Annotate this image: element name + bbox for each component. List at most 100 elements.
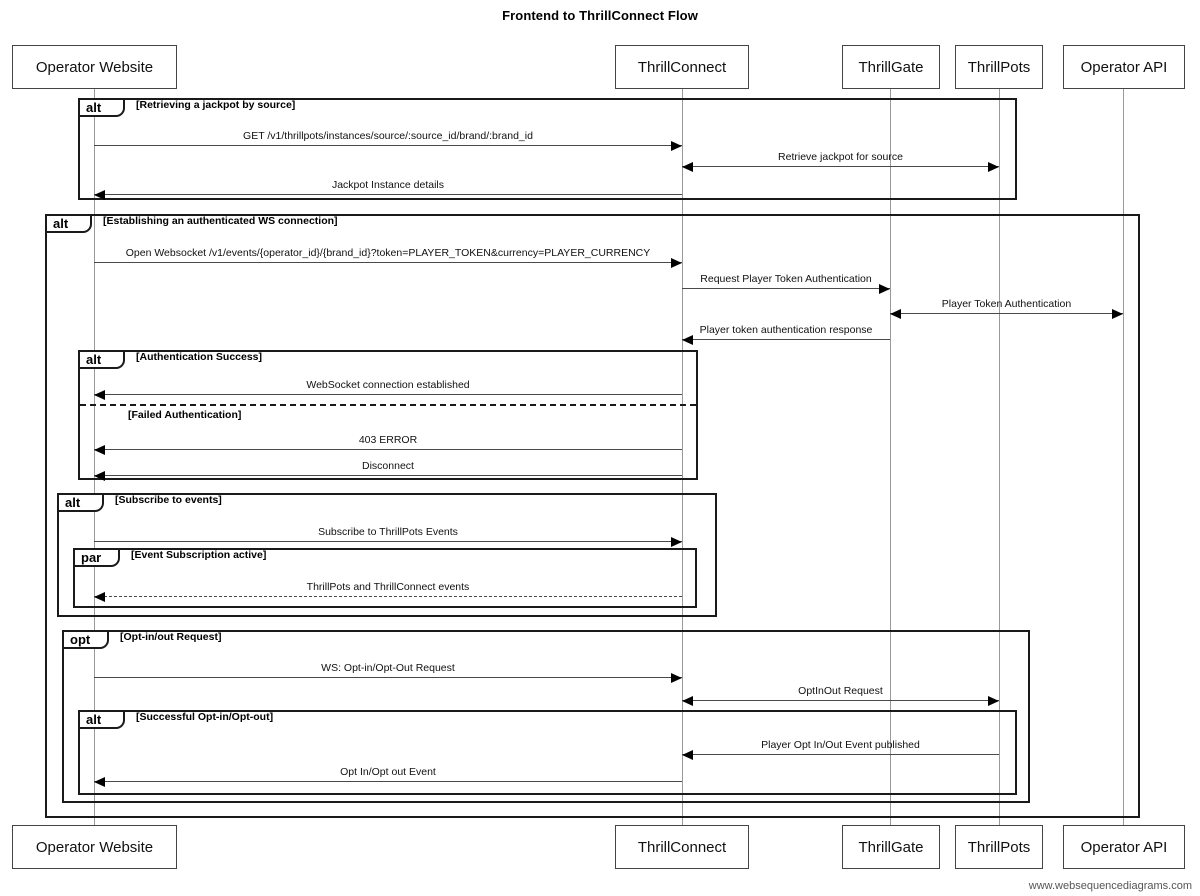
- frame-operator-tag: alt: [45, 214, 92, 233]
- message-line-jackpot-instance-details: [94, 194, 682, 195]
- frame-condition-label: [Authentication Success]: [136, 351, 263, 363]
- message-line-subscribe-to-thrillpots-events: [94, 541, 682, 542]
- actor-label: ThrillConnect: [637, 58, 727, 76]
- actor-box-thrillconnect-top[interactable]: ThrillConnect: [615, 45, 749, 89]
- message-line-websocket-connection-established: [94, 394, 682, 395]
- arrowhead-left: [94, 592, 105, 602]
- message-label: Open Websocket /v1/events/{operator_id}/…: [125, 247, 651, 259]
- arrowhead-left: [94, 190, 105, 200]
- watermark-label: www.websequencediagrams.com: [1028, 880, 1192, 892]
- frame-divider-condition-label: [Failed Authentication]: [128, 409, 242, 421]
- frame-condition-label: [Event Subscription active]: [131, 549, 267, 561]
- frame-par-event-subscription-active: par [Event Subscription active]: [73, 548, 697, 608]
- message-label: Player Token Authentication: [941, 298, 1072, 310]
- arrowhead-right: [671, 537, 682, 547]
- arrowhead-left: [890, 309, 901, 319]
- frame-operator-tag: par: [73, 548, 120, 567]
- message-line-player-token-authentication-response: [682, 339, 890, 340]
- arrowhead-right: [671, 673, 682, 683]
- frame-condition-label: [Subscribe to events]: [115, 494, 222, 506]
- message-line-disconnect: [94, 475, 682, 476]
- arrowhead-right: [671, 258, 682, 268]
- arrowhead-left: [682, 162, 693, 172]
- frame-condition-label: [Successful Opt-in/Opt-out]: [136, 711, 274, 723]
- message-label: Opt In/Opt out Event: [340, 766, 436, 778]
- message-label: Player Opt In/Out Event published: [761, 739, 920, 751]
- message-line-optinout-request: [682, 700, 999, 701]
- message-line-opt-in-opt-out-event: [94, 781, 682, 782]
- actor-box-thrillgate-top[interactable]: ThrillGate: [842, 45, 940, 89]
- arrowhead-right: [988, 162, 999, 172]
- actor-box-thrillpots-top[interactable]: ThrillPots: [955, 45, 1043, 89]
- message-line-ws-opt-in-opt-out-request: [94, 677, 682, 678]
- actor-box-thrillpots-bottom[interactable]: ThrillPots: [955, 825, 1043, 869]
- frame-operator-tag: alt: [78, 350, 125, 369]
- message-label: WS: Opt-in/Opt-Out Request: [321, 662, 455, 674]
- message-label: 403 ERROR: [358, 434, 418, 446]
- frame-condition-label: [Establishing an authenticated WS connec…: [103, 215, 338, 227]
- frame-alt-establishing-an-authenticated-ws-connection: alt [Establishing an authenticated WS con…: [45, 214, 1140, 818]
- frame-operator-tag: alt: [57, 493, 104, 512]
- frame-alt-authentication-success: alt [Authentication Success] [Failed Authe…: [78, 350, 698, 480]
- actor-label: Operator API: [1080, 58, 1168, 76]
- message-label: OptInOut Request: [798, 685, 883, 697]
- frame-condition-label: [Retrieving a jackpot by source]: [136, 99, 296, 111]
- actor-box-thrillconnect-bottom[interactable]: ThrillConnect: [615, 825, 749, 869]
- arrowhead-left: [682, 335, 693, 345]
- message-line-player-opt-in-out-event-published: [682, 754, 999, 755]
- actor-label: Operator API: [1080, 838, 1168, 856]
- arrowhead-left: [94, 777, 105, 787]
- actor-box-operator-website-bottom[interactable]: Operator Website: [12, 825, 177, 869]
- actor-box-thrillgate-bottom[interactable]: ThrillGate: [842, 825, 940, 869]
- arrowhead-left: [94, 471, 105, 481]
- message-line-get-v1-thrillpots-instances-source-source-id: [94, 145, 682, 146]
- actor-label: ThrillGate: [858, 58, 924, 76]
- frame-operator-tag: alt: [78, 710, 125, 729]
- arrowhead-right: [879, 284, 890, 294]
- arrowhead-left: [682, 696, 693, 706]
- actor-label: ThrillPots: [967, 838, 1031, 856]
- actor-box-operator-api-top[interactable]: Operator API: [1063, 45, 1185, 89]
- page-title: Frontend to ThrillConnect Flow: [502, 8, 698, 23]
- frame-alt-retrieving-a-jackpot-by-source: alt [Retrieving a jackpot by source]: [78, 98, 1017, 200]
- message-label: Subscribe to ThrillPots Events: [318, 526, 458, 538]
- message-line-403-error: [94, 449, 682, 450]
- message-label: ThrillPots and ThrillConnect events: [306, 581, 470, 593]
- frame-alt-subscribe-to-events: alt [Subscribe to events]: [57, 493, 717, 617]
- actor-label: Operator Website: [35, 838, 154, 856]
- arrowhead-left: [94, 445, 105, 455]
- message-line-player-token-authentication: [890, 313, 1123, 314]
- lifeline-thrillgate: [890, 89, 891, 825]
- message-label: GET /v1/thrillpots/instances/source/:sou…: [243, 130, 533, 142]
- actor-label: Operator Website: [35, 58, 154, 76]
- actor-box-operator-website-top[interactable]: Operator Website: [12, 45, 177, 89]
- message-line-open-websocket-v1-events-operator-id-brand-i: [94, 262, 682, 263]
- frame-opt-opt-in-out-request: opt [Opt-in/out Request]: [62, 630, 1030, 803]
- arrowhead-right: [988, 696, 999, 706]
- message-line-thrillpots-and-thrillconnect-events: [94, 596, 682, 597]
- frame-alt-successful-opt-in-opt-out: alt [Successful Opt-in/Opt-out]: [78, 710, 1017, 795]
- arrowhead-right: [1112, 309, 1123, 319]
- actor-label: ThrillPots: [967, 58, 1031, 76]
- frame-divider: [80, 404, 696, 406]
- lifeline-thrillconnect: [682, 89, 683, 825]
- message-label: Retrieve jackpot for source: [778, 151, 903, 163]
- frame-condition-label: [Opt-in/out Request]: [120, 631, 222, 643]
- message-label: Request Player Token Authentication: [700, 273, 872, 285]
- actor-label: ThrillGate: [858, 838, 924, 856]
- message-label: WebSocket connection established: [306, 379, 470, 391]
- message-label: Disconnect: [362, 460, 414, 472]
- lifeline-operator-api: [1123, 89, 1124, 825]
- lifeline-thrillpots: [999, 89, 1000, 825]
- arrowhead-left: [94, 390, 105, 400]
- arrowhead-left: [682, 750, 693, 760]
- message-line-request-player-token-authentication: [682, 288, 890, 289]
- actor-label: ThrillConnect: [637, 838, 727, 856]
- arrowhead-right: [671, 141, 682, 151]
- message-label: Jackpot Instance details: [331, 179, 445, 191]
- frame-operator-tag: opt: [62, 630, 109, 649]
- lifeline-operator-website: [94, 89, 95, 825]
- actor-box-operator-api-bottom[interactable]: Operator API: [1063, 825, 1185, 869]
- frame-operator-tag: alt: [78, 98, 125, 117]
